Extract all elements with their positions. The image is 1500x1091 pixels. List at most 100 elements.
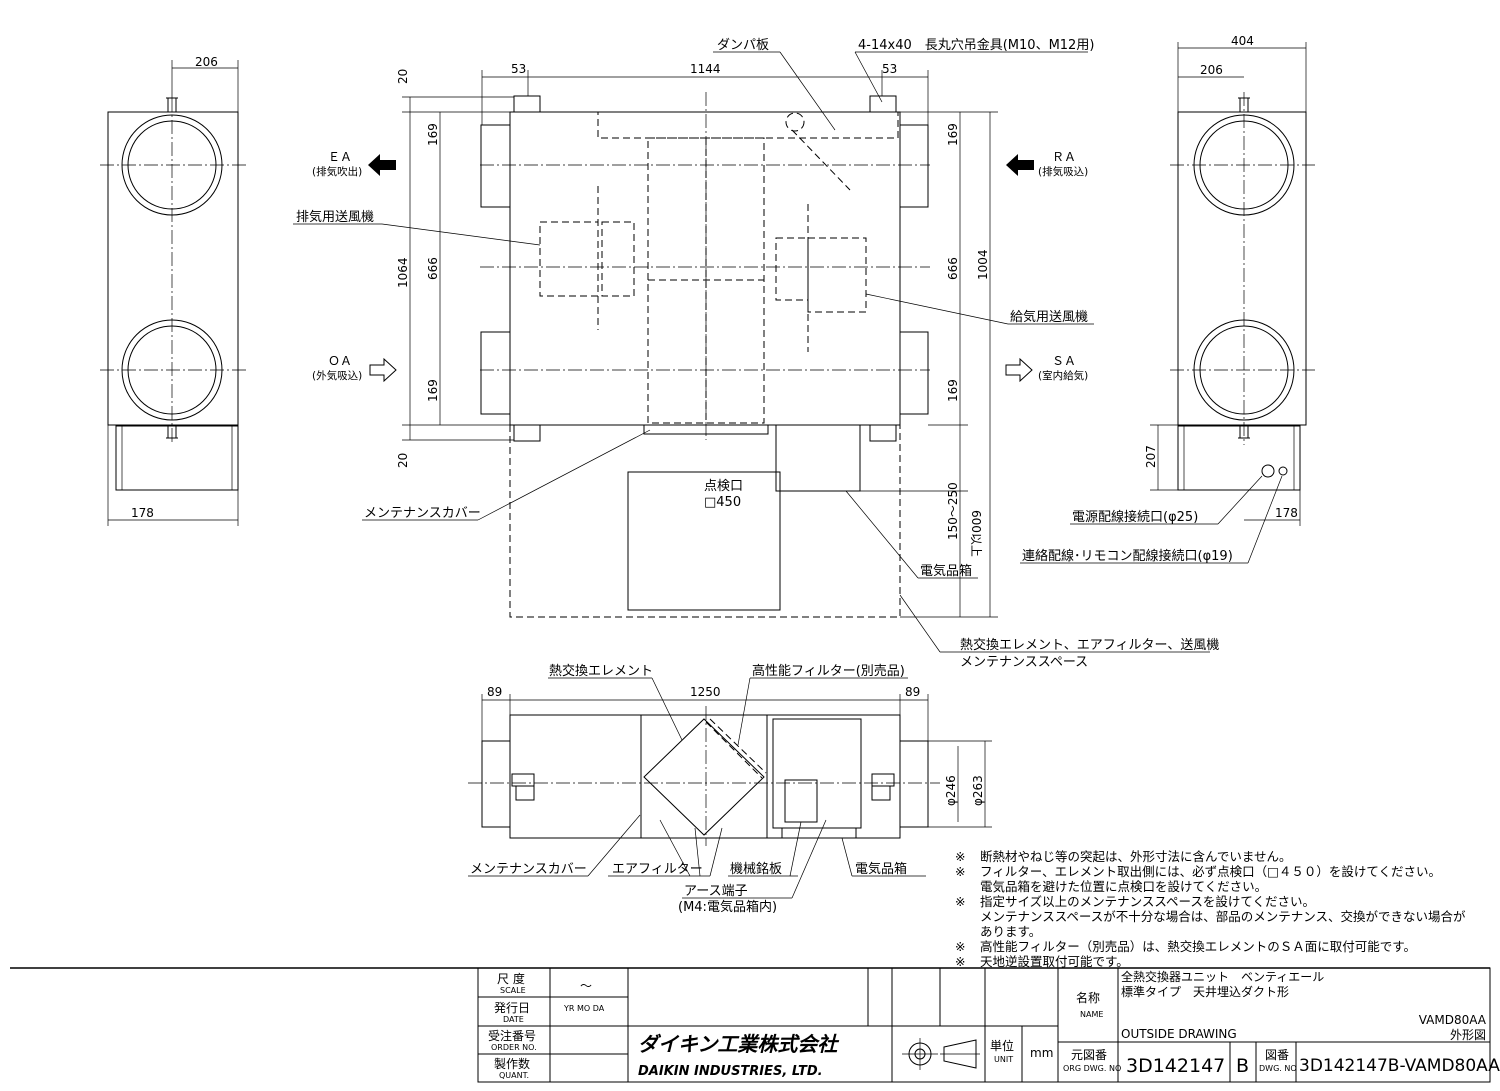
label-heat-elem: 熱交換エレメント bbox=[549, 663, 653, 679]
label-earth-1: アース端子 bbox=[684, 884, 748, 899]
dim-top-53b: 53 bbox=[882, 62, 897, 76]
dim-left-206: 206 bbox=[195, 55, 218, 69]
tb-unit-val: mm bbox=[1030, 1046, 1053, 1060]
dim-r169a: 169 bbox=[946, 123, 960, 146]
note-mark: ※ bbox=[955, 849, 965, 864]
company-logo-en: DAIKIN INDUSTRIES, LTD. bbox=[638, 1064, 823, 1079]
note-text: 断熱材やねじ等の突起は、外形寸法に含んでいません。 bbox=[980, 849, 1292, 864]
label-exhaust-fan: 排気用送風機 bbox=[296, 209, 374, 225]
note-text: フィルター、エレメント取出側には、必ず点検口（□４５０）を設けてください。 bbox=[980, 864, 1441, 879]
note-text: メンテナンススペースが不十分な場合は、部品のメンテナンス、交換ができない場合が bbox=[980, 909, 1466, 924]
label-insp-size: □450 bbox=[704, 495, 741, 510]
label-comm-port: 連絡配線･リモコン配線接続口(φ19) bbox=[1022, 548, 1233, 564]
tb-unit-jp: 単位 bbox=[990, 1038, 1014, 1053]
note-mark: ※ bbox=[955, 894, 965, 909]
ea-arrow-icon bbox=[368, 154, 396, 176]
label-nameplate: 機械銘板 bbox=[730, 862, 782, 877]
label-hanger: 4-14x40 長丸穴吊金具(M10、M12用) bbox=[858, 37, 1094, 53]
label-maint-cover: メンテナンスカバー bbox=[364, 506, 481, 521]
company-logo-jp: ダイキン工業株式会社 bbox=[638, 1032, 839, 1056]
label-insp-port: 点検口 bbox=[704, 479, 743, 494]
flow-oa: ＯＡ bbox=[328, 354, 352, 368]
flow-ea: ＥＡ bbox=[328, 150, 352, 164]
tb-name-line2: 標準タイプ 天井埋込ダクト形 bbox=[1121, 984, 1289, 999]
dim-top-53a: 53 bbox=[511, 62, 526, 76]
label-hp-filter: 高性能フィルター(別売品) bbox=[752, 663, 905, 679]
label-maint-space-1: 熱交換エレメント、エアフィルター、送風機 bbox=[960, 637, 1219, 653]
label-maint-space-2: メンテナンススペース bbox=[960, 655, 1088, 670]
dim-r1004: 1004 bbox=[976, 249, 990, 280]
tb-name-en: NAME bbox=[1080, 1010, 1103, 1019]
tb-outside: OUTSIDE DRAWING bbox=[1121, 1027, 1237, 1041]
dim-top-1144: 1144 bbox=[690, 62, 721, 76]
dim-v1064: 1064 bbox=[396, 257, 410, 288]
tb-dwg-val: 3D142147B-VAMD80AA bbox=[1299, 1056, 1500, 1076]
note-text: あります。 bbox=[980, 924, 1041, 939]
flow-sa: ＳＡ bbox=[1052, 354, 1076, 368]
label-power-port: 電源配線接続口(φ25) bbox=[1072, 509, 1198, 525]
dim-right-207: 207 bbox=[1144, 445, 1158, 468]
left-side-view: 206 178 bbox=[100, 55, 248, 526]
tb-order-en: ORDER NO. bbox=[491, 1043, 537, 1052]
flow-ea-sub: (排気吹出) bbox=[312, 165, 362, 178]
dim-v20b: 20 bbox=[396, 453, 410, 468]
dim-v169a: 169 bbox=[426, 123, 440, 146]
tb-dwg-en: DWG. NO bbox=[1259, 1064, 1297, 1073]
tb-scale-jp: 尺 度 bbox=[497, 971, 525, 986]
note-mark: ※ bbox=[955, 954, 965, 969]
tb-scale-en: SCALE bbox=[500, 986, 526, 995]
tb-qty-en: QUANT. bbox=[499, 1071, 529, 1080]
ra-arrow-icon bbox=[1006, 154, 1034, 176]
oa-arrow-icon bbox=[369, 357, 397, 383]
label-supply-fan: 給気用送風機 bbox=[1010, 309, 1088, 325]
note-text: 高性能フィルター（別売品）は、熱交換エレメントのＳＡ面に取付可能です。 bbox=[980, 939, 1416, 954]
dim-phi246: φ246 bbox=[944, 775, 958, 806]
flow-sa-sub: (室内給気) bbox=[1038, 369, 1088, 382]
dim-right-178: 178 bbox=[1275, 506, 1298, 520]
dim-r150-250: 150～250 bbox=[946, 482, 960, 540]
tb-name-line1: 全熱交換器ユニット ベンティエール bbox=[1121, 969, 1324, 984]
label-damper: ダンパ板 bbox=[717, 38, 769, 53]
dim-right-206: 206 bbox=[1200, 63, 1223, 77]
front-view: 89 1250 89 φ246 φ263 熱交換エレメント 高性能フィルター(別… bbox=[468, 663, 992, 915]
flow-ra-sub: (排気吸込) bbox=[1038, 165, 1088, 178]
dim-v169b: 169 bbox=[426, 379, 440, 402]
flow-oa-sub: (外気吸込) bbox=[312, 369, 362, 382]
flow-ra: ＲＡ bbox=[1052, 150, 1076, 164]
dim-bot-1250: 1250 bbox=[690, 685, 721, 699]
tb-date-en: DATE bbox=[503, 1015, 524, 1024]
dim-v20a: 20 bbox=[396, 69, 410, 84]
label-elec-box: 電気品箱 bbox=[920, 563, 972, 579]
dim-bot-89b: 89 bbox=[905, 685, 920, 699]
note-text: 電気品箱を避けた位置に点検口を設けてください。 bbox=[980, 879, 1267, 894]
tb-order-jp: 受注番号 bbox=[488, 1028, 536, 1043]
dim-r169b: 169 bbox=[946, 379, 960, 402]
tb-date-val: YR MO DA bbox=[563, 1004, 605, 1013]
note-mark: ※ bbox=[955, 864, 965, 879]
note-text: 天地逆設置取付可能です。 bbox=[980, 954, 1129, 969]
tb-gaikei: 外形図 bbox=[1450, 1028, 1486, 1042]
tb-model: VAMD80AA bbox=[1419, 1013, 1487, 1027]
tb-orig-en: ORG DWG. NO bbox=[1063, 1064, 1121, 1073]
dim-right-404: 404 bbox=[1231, 34, 1254, 48]
dim-phi263: φ263 bbox=[971, 775, 985, 806]
dim-bot-89a: 89 bbox=[487, 685, 502, 699]
projection-symbol-icon bbox=[902, 1038, 980, 1070]
tb-unit-en: UNIT bbox=[994, 1055, 1013, 1064]
dim-r600: 600以上 bbox=[969, 510, 983, 557]
tb-orig-jp: 元図番 bbox=[1071, 1048, 1107, 1062]
dim-left-178: 178 bbox=[131, 506, 154, 520]
note-mark: ※ bbox=[955, 939, 965, 954]
label-earth-2: (M4:電気品箱内) bbox=[678, 899, 777, 915]
tb-date-jp: 発行日 bbox=[494, 1001, 530, 1015]
right-side-view: 404 206 207 178 電源配線接続口(φ25) 連絡配線･リモコン配線… bbox=[1020, 34, 1315, 564]
tb-orig-val: 3D142147 bbox=[1126, 1055, 1225, 1077]
plan-view: 53 1144 53 20 169 1064 666 169 20 169 66… bbox=[293, 37, 1219, 670]
title-block: 尺 度 SCALE 〜 発行日 DATE YR MO DA 受注番号 ORDER… bbox=[10, 967, 1500, 1083]
tb-scale-val: 〜 bbox=[580, 979, 592, 993]
dim-r666: 666 bbox=[946, 257, 960, 280]
tb-qty-jp: 製作数 bbox=[494, 1056, 530, 1071]
tb-name-jp: 名称 bbox=[1076, 990, 1100, 1005]
note-text: 指定サイズ以上のメンテナンススペースを設けてください。 bbox=[980, 894, 1315, 909]
